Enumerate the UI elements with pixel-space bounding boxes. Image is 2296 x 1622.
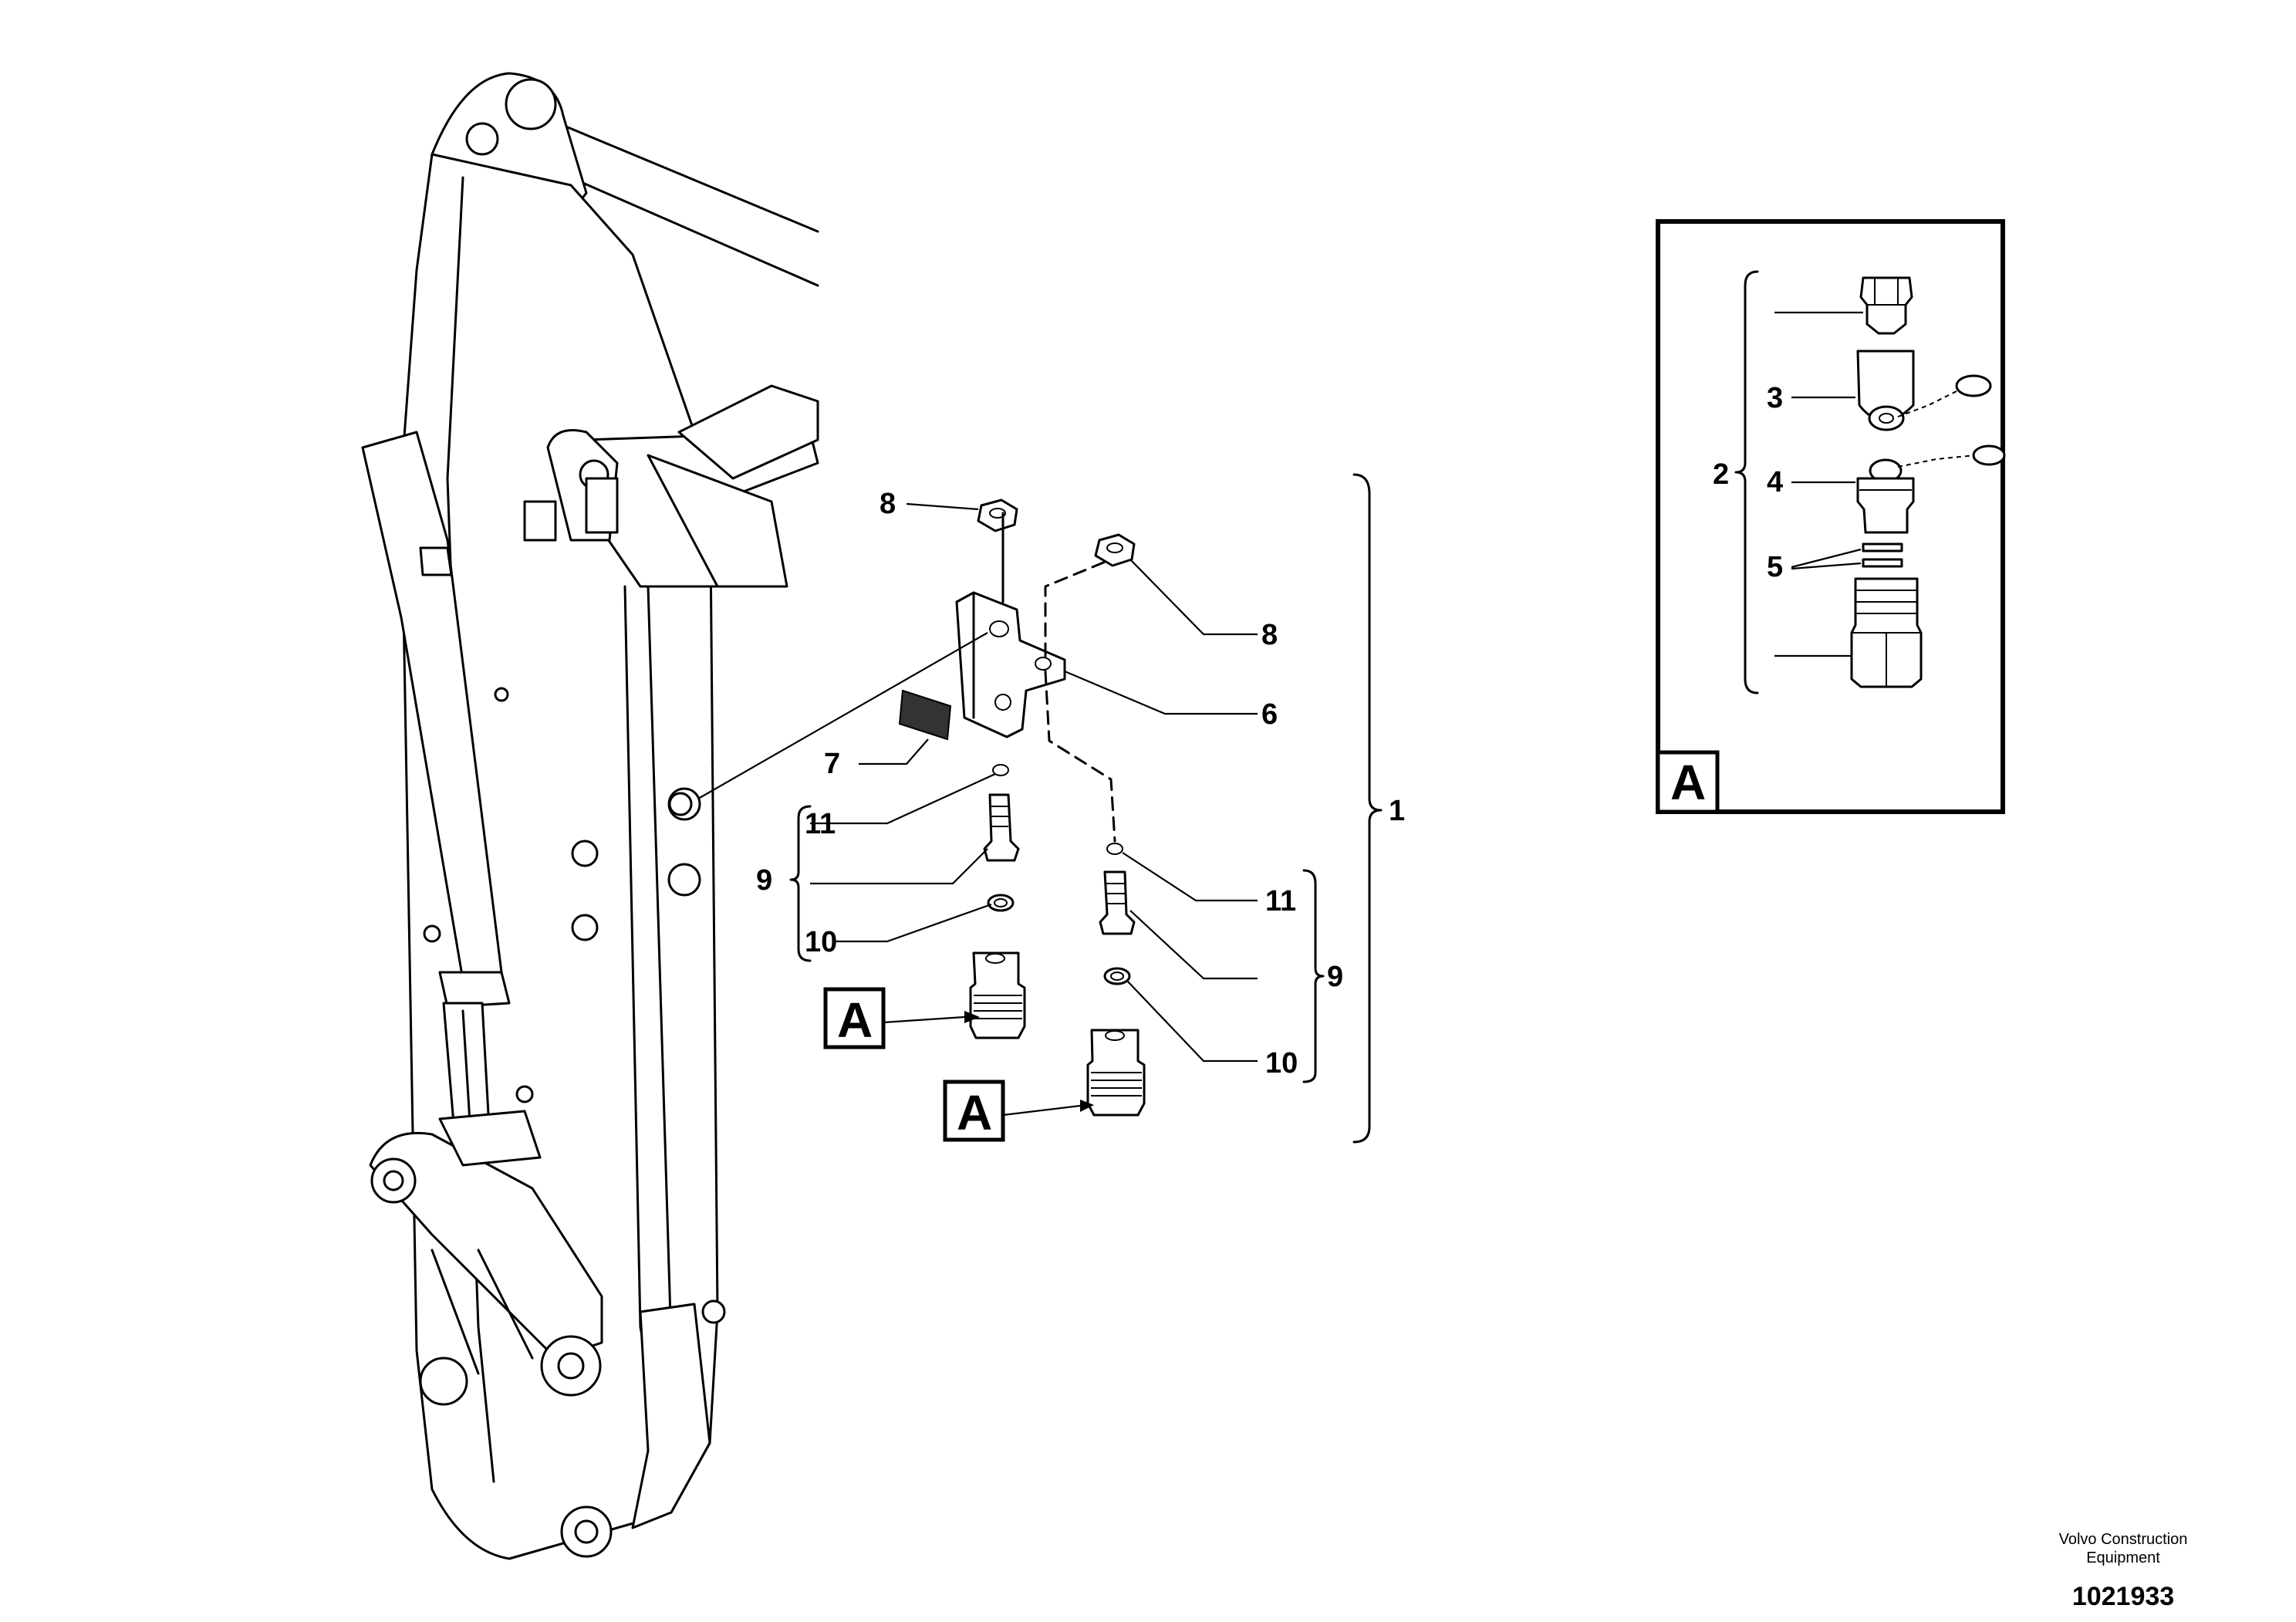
callout-9-left: 9: [756, 864, 772, 897]
bracket-assembly: [697, 498, 1146, 1117]
callout-6: 6: [1261, 698, 1278, 731]
callout-3: 3: [1767, 382, 1783, 414]
company-name-line1: Volvo Construction: [2059, 1531, 2188, 1548]
callout-9-right: 9: [1327, 961, 1343, 993]
callout-11-right: 11: [1265, 885, 1296, 917]
svg-text:A: A: [837, 992, 873, 1048]
ref-box-a-bottom: A: [943, 1080, 1005, 1142]
braces: [789, 473, 1383, 1144]
callout-1: 1: [1389, 795, 1405, 827]
callout-8-left: 8: [880, 488, 896, 520]
callout-numbers: 8 8 6 7 11 9 10 1 11 9 10: [756, 488, 1405, 1080]
callout-4: 4: [1767, 466, 1783, 498]
excavator-arm-drawing: [361, 72, 819, 1560]
callout-10-left: 10: [805, 926, 837, 958]
ref-box-a-left: A: [823, 987, 886, 1049]
svg-text:A: A: [957, 1085, 992, 1140]
detail-label: A: [1670, 755, 1706, 810]
callout-5: 5: [1767, 551, 1783, 583]
callout-8-right: 8: [1261, 619, 1278, 651]
company-name-line2: Equipment: [2086, 1549, 2160, 1566]
callout-2: 2: [1713, 458, 1729, 491]
document-number: 1021933: [2072, 1582, 2174, 1611]
footer: Volvo Construction Equipment 1021933: [2059, 1531, 2188, 1611]
detail-view-a: A 2 3 4 5: [1656, 219, 2006, 814]
callout-11-left: 11: [805, 808, 836, 840]
callout-10-right: 10: [1265, 1047, 1298, 1080]
callout-leaders: [810, 502, 1258, 1063]
callout-7: 7: [824, 748, 840, 780]
